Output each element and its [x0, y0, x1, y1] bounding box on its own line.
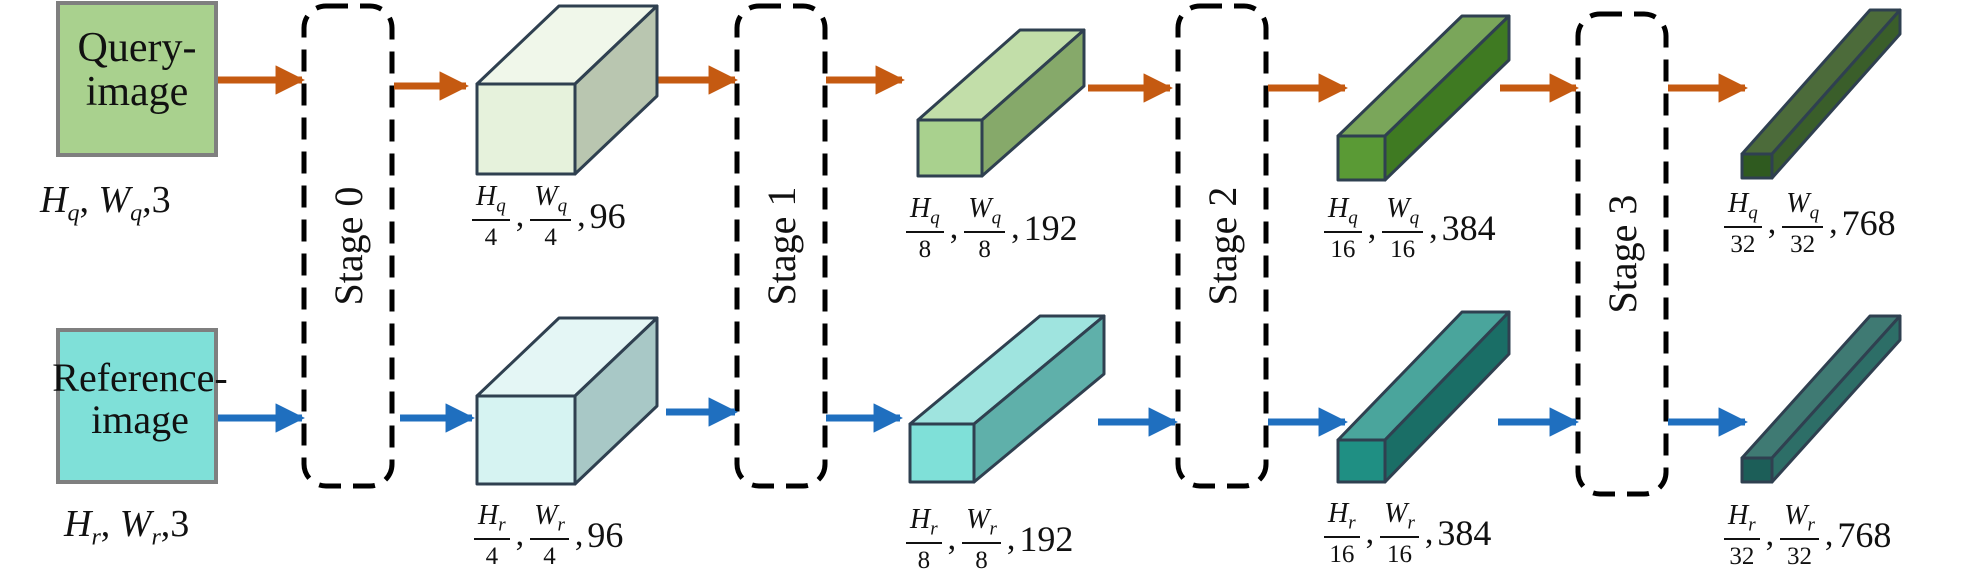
query-image-label-line2: image [85, 69, 189, 116]
query-feature-1-channels: 192 [1023, 208, 1078, 249]
reference-arrows [218, 397, 1748, 437]
reference-input-c: 3 [170, 503, 190, 545]
reference-feature-cuboid-2 [1336, 310, 1511, 484]
reference-input-dims: Hr, Wr,3 [64, 503, 190, 551]
query-feature-cuboid-0-front-face [475, 82, 577, 176]
reference-feature-cuboid-3-front-face [1740, 456, 1774, 484]
query-input-h-sub: q [67, 200, 80, 227]
feature-cuboids [475, 4, 1902, 486]
reference-feature-1-channels: 192 [1019, 519, 1074, 560]
reference-image-box [56, 328, 218, 484]
stage-boxes [301, 3, 1669, 497]
reference-feature-cuboid-0-front-face [475, 394, 577, 486]
query-input-dims: Hq, Wq,3 [40, 179, 171, 227]
query-feature-3-channels: 768 [1841, 203, 1896, 244]
reference-feature-cuboid-3 [1740, 314, 1902, 484]
query-feature-cuboid-3-top-face [1740, 8, 1902, 156]
query-image-box [56, 1, 218, 157]
stage-1-box [734, 3, 828, 489]
query-input-w-sub: q [130, 200, 143, 227]
query-feature-cuboid-1 [916, 28, 1086, 178]
stage-1-label: Stage 1 [759, 187, 804, 306]
query-feature-cuboid-0 [475, 4, 659, 176]
stage-2-box [1175, 3, 1269, 489]
stage-0-label: Stage 0 [326, 187, 371, 306]
stage-2-label: Stage 2 [1200, 187, 1245, 306]
reference-image-label: Reference- image [40, 357, 240, 441]
query-image-label-line1: Query- [77, 25, 197, 71]
reference-input-h: H [64, 503, 92, 545]
stage-3-label: Stage 3 [1600, 195, 1645, 314]
reference-feature-3-channels: 768 [1837, 515, 1892, 556]
reference-feature-0-channels: 96 [587, 515, 624, 556]
query-feature-cuboid-1-front-face [916, 118, 984, 178]
reference-feature-2-channels: 384 [1437, 513, 1492, 554]
query-feature-cuboid-3 [1740, 8, 1902, 180]
reference-feature-cuboid-2-front-face [1336, 438, 1387, 484]
query-feature-2-channels: 384 [1441, 208, 1496, 249]
query-feature-cuboid-3-side-face [1770, 8, 1902, 180]
reference-feature-cuboid-0 [475, 316, 659, 486]
query-input-w: W [98, 179, 131, 221]
reference-feature-cuboid-3-side-face [1770, 314, 1902, 484]
query-feature-0-channels: 96 [589, 196, 626, 237]
reference-image-label-line1: Reference- [52, 355, 228, 400]
reference-feature-cuboid-1 [908, 314, 1106, 484]
query-input-c: 3 [151, 179, 171, 221]
reference-input-h-sub: r [91, 524, 101, 551]
reference-feature-cuboid-3-top-face [1740, 314, 1902, 460]
query-image-label: Query- image [58, 26, 216, 114]
stage-0-box [301, 3, 395, 489]
query-arrows [218, 65, 1748, 103]
reference-input-w: W [119, 503, 152, 545]
reference-feature-cuboid-1-front-face [908, 422, 976, 484]
query-feature-cuboid-2-front-face [1336, 134, 1387, 182]
reference-image-label-line2: image [91, 397, 189, 442]
reference-input-w-sub: r [151, 524, 161, 551]
query-feature-cuboid-3-front-face [1740, 152, 1774, 180]
query-input-h: H [40, 179, 68, 221]
query-feature-cuboid-2 [1336, 14, 1511, 182]
stage-3-box [1575, 11, 1669, 497]
